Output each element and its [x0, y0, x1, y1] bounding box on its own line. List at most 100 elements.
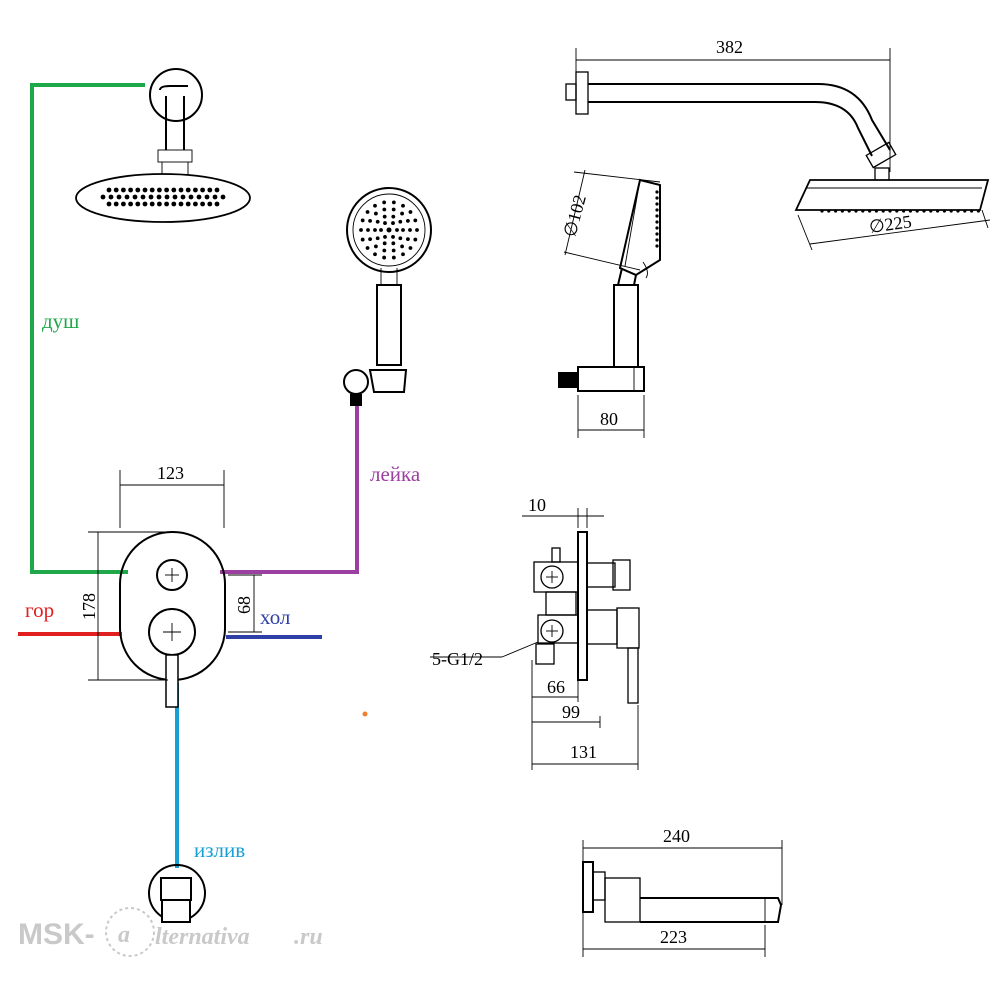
nozzle-dot [360, 237, 365, 242]
nozzle-dot [172, 194, 178, 200]
nozzle-dot [171, 187, 177, 193]
nozzle-dot [180, 194, 186, 200]
nozzle-dot [366, 228, 370, 232]
nozzle-dot [204, 194, 210, 200]
nozzle-dot [200, 201, 206, 207]
nozzle-dot [142, 187, 148, 193]
nozzle-dot [365, 246, 370, 250]
nozzle-dot [212, 194, 218, 200]
nozzle-dot [963, 209, 967, 213]
nozzle-dot [128, 187, 134, 193]
nozzle-dot [373, 203, 377, 208]
hand-shower-icon [343, 187, 432, 406]
nozzle-dot [847, 209, 851, 213]
nozzle-dot [902, 209, 906, 213]
nozzle-dot [391, 207, 396, 212]
head-diameter-dim: ∅225 [868, 211, 913, 237]
nozzle-dot [149, 187, 155, 193]
nozzle-dot [368, 218, 372, 223]
nozzle-dot [178, 187, 184, 193]
nozzle-dot [915, 209, 919, 213]
nozzle-dot [406, 237, 410, 242]
nozzle-dot [970, 209, 974, 213]
nozzle-dot [375, 219, 380, 224]
nozzle-dot [374, 211, 378, 216]
nozzle-dot [374, 244, 378, 249]
nozzle-dot [391, 241, 396, 246]
spout-240-dim: 240 [663, 826, 690, 846]
nozzle-dot [375, 236, 380, 241]
nozzle-dot [382, 214, 387, 219]
nozzle-dot [135, 187, 141, 193]
arm-length-dim: 382 [716, 37, 743, 57]
handset-label: лейка [370, 462, 421, 486]
nozzle-dot [207, 201, 213, 207]
spout-223-dim: 223 [660, 927, 687, 947]
spout-label: излив [194, 838, 245, 862]
nozzle-dot [868, 209, 872, 213]
nozzle-dot [840, 209, 845, 213]
spout-icon [148, 864, 206, 923]
nozzle-dot [124, 194, 130, 200]
watermark-logo: MSK- a lternativa .ru [18, 907, 323, 957]
nozzle-dot [922, 209, 926, 213]
nozzle-dot [171, 201, 177, 207]
nozzle-dot [157, 201, 162, 207]
nozzle-dot [178, 201, 184, 207]
nozzle-dot [391, 255, 396, 260]
nozzle-dot [408, 246, 413, 250]
nozzle-dot [655, 196, 659, 200]
nozzle-dot [207, 187, 213, 193]
nozzle-dot [400, 211, 404, 216]
nozzle-dot [135, 201, 141, 207]
mixer-plate-icon [119, 531, 226, 708]
nozzle-dot [113, 187, 119, 193]
nozzle-dot [949, 209, 953, 213]
nozzle-dot [193, 201, 198, 207]
nozzle-dot [106, 187, 112, 193]
overhead-shower-icon [75, 68, 251, 223]
nozzle-dot [368, 237, 372, 242]
nozzle-dot [359, 228, 363, 232]
nozzle-dot [214, 201, 220, 207]
nozzle-dot [400, 244, 404, 249]
nozzle-dot [655, 208, 659, 212]
nozzle-dot [408, 228, 412, 232]
plate-height-dim: 178 [79, 593, 99, 620]
depth-131-dim: 131 [570, 742, 597, 762]
nozzle-dot [164, 194, 170, 200]
nozzle-dot [121, 187, 126, 193]
nozzle-dot [193, 187, 198, 193]
nozzle-dot [128, 201, 134, 207]
nozzle-dot [391, 214, 396, 219]
watermark-tld: .ru [294, 924, 323, 950]
nozzle-dot [382, 255, 387, 260]
hot-label: гор [25, 598, 54, 622]
nozzle-dot [401, 228, 405, 232]
nozzle-dot [655, 190, 659, 194]
nozzle-dot [395, 228, 399, 232]
cold-label: хол [260, 605, 290, 629]
nozzle-dot [386, 227, 392, 233]
nozzle-dot [142, 201, 148, 207]
handset-pipe [220, 405, 359, 574]
nozzle-dot [956, 209, 960, 213]
nozzle-dot [401, 252, 405, 257]
plate-thickness-dim: 10 [528, 495, 546, 515]
shower-arm-drawing: 382 ∅225 [565, 37, 991, 251]
nozzle-dot [220, 194, 226, 200]
nozzle-dot [881, 209, 885, 213]
nozzle-dot [360, 218, 365, 223]
shower-pipe [30, 83, 145, 574]
nozzle-dot [365, 210, 370, 214]
spout-side-drawing: 240 223 [582, 826, 783, 957]
nozzle-dot [113, 201, 119, 207]
nozzle-dot [156, 194, 162, 200]
nozzle-dot [413, 218, 418, 223]
holder-width-dim: 80 [600, 409, 618, 429]
nozzle-dot [185, 201, 191, 207]
nozzle-dot [391, 200, 396, 205]
depth-66-dim: 66 [547, 677, 565, 697]
